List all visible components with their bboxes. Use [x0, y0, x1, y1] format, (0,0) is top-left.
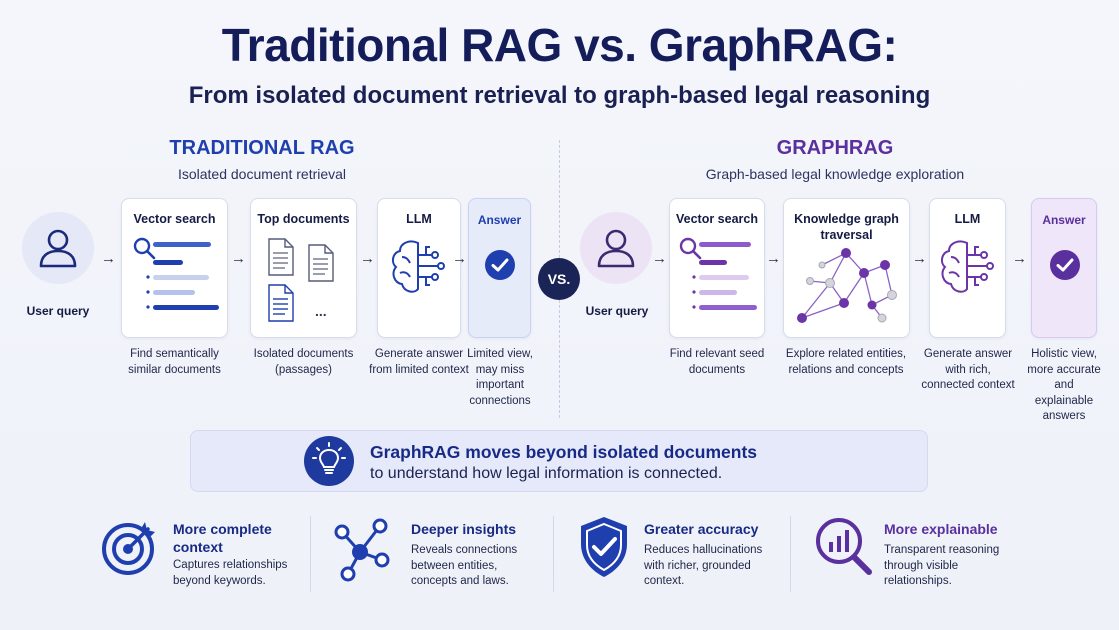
answer-caption-graphrag: Holistic view, more accurate and explain…: [1027, 348, 1101, 423]
user-query-label-graphrag: User query: [585, 304, 649, 318]
brain-circuit-icon: [940, 240, 994, 293]
top-documents-card: Top documents ...: [250, 198, 357, 338]
user-icon: [597, 229, 635, 268]
knowledge-graph-card: Knowledge graph traversal: [783, 198, 910, 338]
target-icon: [102, 522, 155, 575]
benefit-title-explainable: More explainable: [884, 521, 998, 537]
graphrag-heading: GRAPHRAG: [776, 137, 894, 159]
lightbulb-badge: [304, 436, 354, 486]
documents-icon: [268, 238, 334, 322]
vector-search-caption-graphrag: Find relevant seed documents: [669, 348, 765, 376]
arrow-icon: →: [101, 250, 116, 267]
arrow-icon: →: [766, 250, 781, 267]
benefit-title-context: More complete context: [173, 521, 272, 556]
traditional-subheading: Isolated document retrieval: [177, 166, 347, 182]
answer-card-graphrag: Answer: [1031, 198, 1097, 338]
brain-circuit-icon: [391, 240, 445, 293]
page-title: Traditional RAG vs. GraphRAG:: [221, 19, 898, 71]
arrow-icon: →: [1012, 250, 1027, 267]
card-title: Knowledge graph traversal: [794, 212, 899, 243]
arrow-icon: →: [912, 250, 927, 267]
benefit-text-insights: Reveals connections between entities, co…: [411, 544, 518, 588]
llm-caption-traditional: Generate answer from limited context: [369, 348, 469, 376]
benefit-text-context: Captures relationships beyond keywords.: [173, 559, 288, 587]
card-title: Top documents: [257, 212, 350, 226]
banner-headline: GraphRAG moves beyond isolated documents: [370, 442, 758, 462]
llm-caption-graphrag: Generate answer with rich, connected con…: [921, 348, 1015, 392]
arrow-icon: →: [360, 250, 375, 267]
magnifier-results-icon: [133, 237, 219, 310]
benefit-divider: [790, 516, 791, 592]
benefit-title-insights: Deeper insights: [411, 521, 517, 537]
lightbulb-icon: [312, 442, 346, 474]
answer-caption-traditional: Limited view, may miss important connect…: [467, 348, 533, 407]
vector-search-card-graphrag: Vector search: [669, 198, 765, 338]
analytics-search-icon: [816, 518, 872, 575]
vs-badge: VS.: [538, 258, 580, 300]
user-query-label-traditional: User query: [26, 304, 90, 318]
network-icon: [334, 518, 390, 582]
answer-title: Answer: [477, 213, 522, 227]
card-title: LLM: [954, 212, 981, 226]
benefit-divider: [553, 516, 554, 592]
check-circle-icon: [1050, 250, 1080, 280]
user-icon: [39, 229, 77, 268]
page-subtitle: From isolated document retrieval to grap…: [188, 82, 931, 109]
answer-card-traditional: Answer: [468, 198, 531, 338]
benefit-divider: [310, 516, 311, 592]
shield-check-icon: [581, 517, 627, 577]
user-query-node-graphrag: [580, 212, 652, 284]
arrow-icon: →: [452, 250, 467, 267]
graphrag-subheading: Graph-based legal knowledge exploration: [705, 166, 965, 182]
traditional-heading: TRADITIONAL RAG: [169, 137, 355, 159]
knowledge-graph-icon: [797, 248, 897, 323]
answer-title: Answer: [1042, 213, 1086, 227]
benefit-text-accuracy: Reduces hallucinations with richer, grou…: [644, 544, 763, 588]
llm-card-graphrag: LLM: [929, 198, 1006, 338]
benefit-title-accuracy: Greater accuracy: [644, 521, 759, 537]
llm-card-traditional: LLM: [377, 198, 461, 338]
arrow-icon: →: [231, 250, 246, 267]
card-title: LLM: [406, 212, 432, 226]
banner-subline: to understand how legal information is c…: [370, 465, 723, 482]
user-query-node-traditional: [22, 212, 94, 284]
card-title: Vector search: [133, 212, 216, 226]
knowledge-graph-caption: Explore related entities, relations and …: [785, 348, 907, 376]
check-circle-icon: [485, 250, 515, 280]
vector-search-caption-traditional: Find semantically similar documents: [128, 348, 221, 376]
top-documents-caption: Isolated documents (passages): [253, 348, 354, 376]
magnifier-results-icon: [679, 237, 757, 310]
more-documents-ellipsis: ...: [315, 303, 327, 319]
vector-search-card-traditional: Vector search: [121, 198, 228, 338]
card-title: Vector search: [676, 212, 758, 226]
arrow-icon: →: [652, 250, 667, 267]
benefit-text-explainable: Transparent reasoning through visible re…: [884, 544, 1000, 588]
